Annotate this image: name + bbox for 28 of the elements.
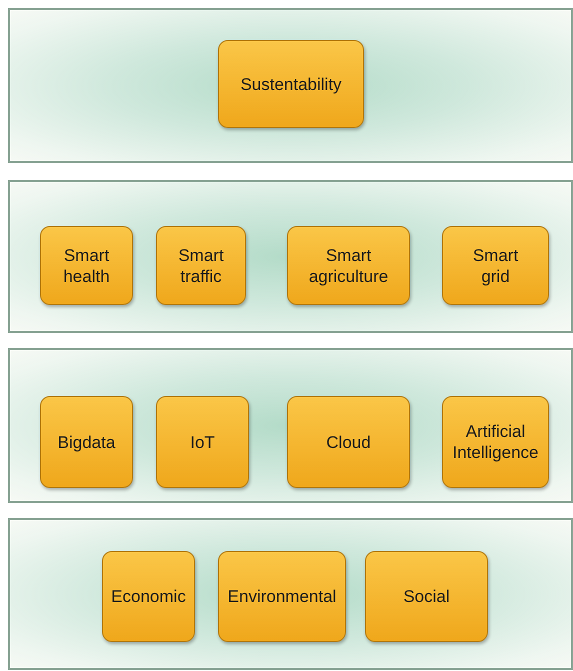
process-box <box>287 396 410 488</box>
layer-band <box>8 8 573 163</box>
process-box <box>442 396 549 488</box>
box-label: Smart health <box>62 244 111 286</box>
layer-band <box>8 518 573 670</box>
process-box <box>287 226 410 305</box>
box-label: IoT <box>190 432 215 452</box>
process-box <box>156 396 249 488</box>
process-box <box>218 551 346 642</box>
box-label: Sustentability <box>240 74 342 94</box>
box-label: Environmental <box>228 586 336 607</box>
box-label: Bigdata <box>58 432 116 452</box>
box-label: Economic <box>111 586 186 607</box>
box-label: Smart agriculture <box>308 244 390 286</box>
process-box <box>442 226 549 305</box>
box-label: Smart grid <box>472 244 520 286</box>
process-box <box>102 551 195 642</box>
box-label: Cloud <box>326 432 371 452</box>
box-label: Artificial Intelligence <box>451 421 540 463</box>
layer-band <box>8 348 573 503</box>
process-box <box>218 40 364 128</box>
process-box <box>40 396 133 488</box>
process-box <box>156 226 246 305</box>
layer-band <box>8 180 573 333</box>
box-label: Social <box>403 586 450 607</box>
process-box <box>365 551 488 642</box>
process-box <box>40 226 133 305</box>
box-label: Smart traffic <box>177 244 225 286</box>
